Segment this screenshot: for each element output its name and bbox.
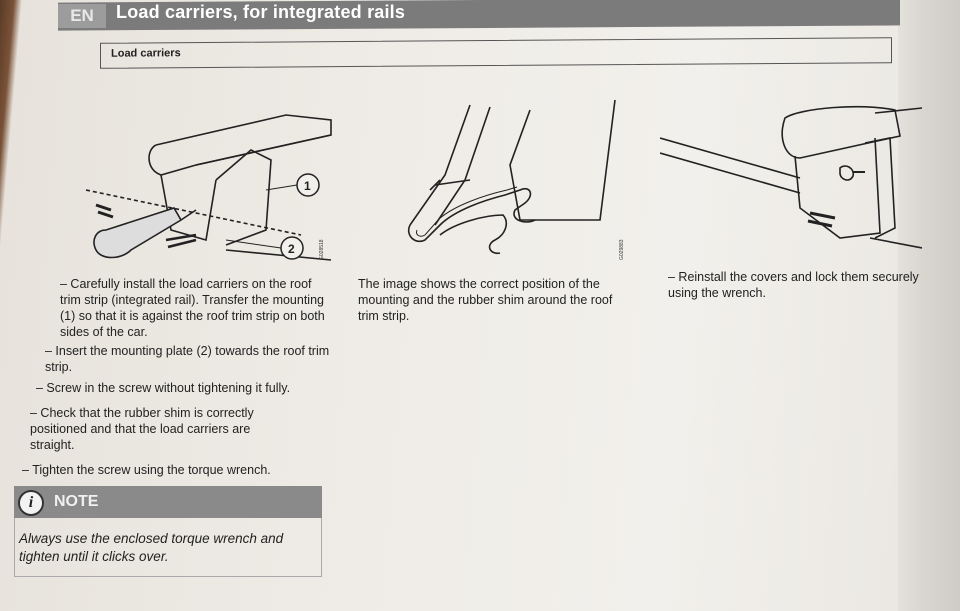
figure-rubber-shim: G029883 xyxy=(407,99,625,260)
step-5: – Tighten the screw using the torque wre… xyxy=(22,463,271,477)
step-1: – Carefully install the load carriers on… xyxy=(60,277,325,339)
step-4: – Check that the rubber shim is correctl… xyxy=(30,406,254,452)
step-reinstall-covers: – Reinstall the covers and lock them sec… xyxy=(668,270,919,300)
language-tab: EN xyxy=(58,4,106,28)
callout-1: 1 xyxy=(304,179,311,193)
note-text: Always use the enclosed torque wrench an… xyxy=(19,531,284,564)
step-3: – Screw in the screw without tightening … xyxy=(36,381,291,395)
figure-install-mounting: 1 2 G028518 xyxy=(86,114,332,261)
section-label: Load carriers xyxy=(111,47,181,60)
section-box: Load carriers xyxy=(100,37,892,69)
figure-code-1: G028518 xyxy=(319,239,325,260)
info-icon: i xyxy=(18,490,44,516)
page-title: Load carriers, for integrated rails xyxy=(116,2,406,22)
note-header: i NOTE xyxy=(14,486,322,518)
figure-code-2: G029883 xyxy=(619,239,625,260)
note-body: Always use the enclosed torque wrench an… xyxy=(14,518,322,577)
page-edge xyxy=(898,0,960,611)
callout-2: 2 xyxy=(288,242,295,256)
figure-reinstall-covers xyxy=(660,105,922,249)
step-2: – Insert the mounting plate (2) towards … xyxy=(45,344,330,374)
figure-caption: The image shows the correct position of … xyxy=(358,277,613,323)
note-label: NOTE xyxy=(54,493,99,510)
